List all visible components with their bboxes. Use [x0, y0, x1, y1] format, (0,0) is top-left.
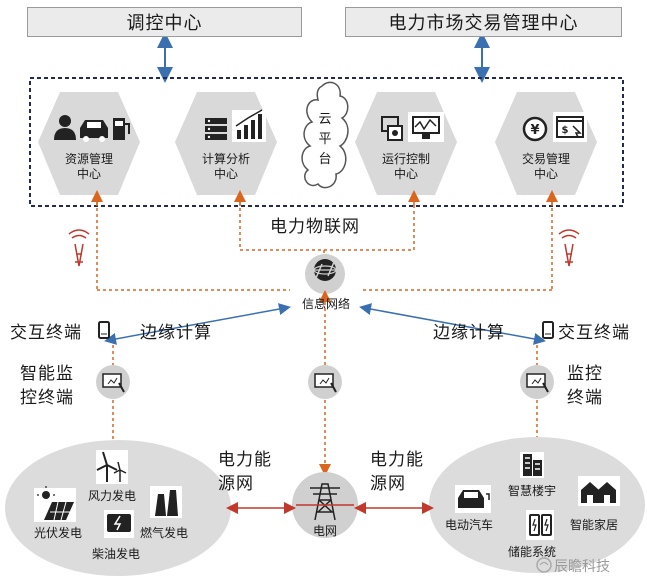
charging-station-icon	[113, 118, 130, 140]
svg-text:$: $	[562, 125, 569, 136]
platform-border	[29, 77, 624, 207]
energy-network-right-label: 电力能 源网	[370, 448, 424, 496]
market-center-box: 电力市场交易管理中心	[345, 7, 622, 37]
smart-building-icon	[520, 452, 544, 478]
trade-center-line2: 中心	[533, 167, 558, 181]
control-devices-icon	[381, 116, 403, 141]
center-terminal-device-icon	[314, 373, 337, 393]
monitor-terminal-label: 监控 终端	[567, 362, 603, 410]
left-antenna-icon	[68, 229, 90, 267]
trade-center-label: 交易管理 中心	[506, 152, 586, 182]
storage-system-label: 储能系统	[508, 545, 557, 559]
grid-label: 电网	[313, 524, 338, 538]
dispatch-center-box: 调控中心	[27, 7, 302, 37]
diesel-power-label: 柴油发电	[92, 547, 141, 561]
interactive-terminal-left-label: 交互终端	[10, 323, 82, 343]
cloud-platform-label: 云 平 台	[318, 110, 332, 170]
wind-power-label: 风力发电	[88, 489, 137, 503]
energy-network-left-line1: 电力能	[218, 450, 272, 470]
battery-storage-icon	[526, 510, 554, 540]
energy-network-left-label: 电力能 源网	[218, 448, 272, 496]
electric-car-icon	[455, 485, 491, 513]
market-center-label: 电力市场交易管理中心	[388, 13, 579, 34]
operation-center-line2: 中心	[393, 167, 418, 181]
consumer-ellipse	[429, 437, 645, 573]
smart-monitor-terminal-label: 智能监 控终端	[20, 362, 74, 410]
monitor-line2: 终端	[567, 388, 603, 408]
smart-building-label: 智慧楼宇	[508, 484, 557, 498]
solar-panel-icon	[34, 486, 76, 522]
right-terminal-device-icon	[526, 373, 549, 393]
smart-monitor-line1: 智能监	[20, 364, 74, 384]
cloud-char-3: 台	[318, 152, 332, 167]
right-phone-icon	[542, 321, 554, 339]
cloud-platform-shape	[301, 81, 349, 189]
wind-turbine-icon	[96, 450, 128, 484]
operation-center-line1: 运行控制	[381, 152, 430, 166]
watermark-logo-icon	[536, 557, 552, 573]
electric-car-label: 电动汽车	[445, 518, 494, 532]
compute-center-line1: 计算分析	[201, 152, 250, 166]
network-globe-icon	[313, 259, 337, 281]
info-network-label: 信息网络	[302, 297, 351, 311]
generation-ellipse	[5, 440, 231, 576]
energy-network-right-line1: 电力能	[370, 450, 424, 470]
right-antenna-icon	[558, 229, 580, 267]
energy-network-right-line2: 源网	[370, 474, 406, 494]
server-icon	[205, 118, 227, 140]
person-icon	[54, 115, 76, 140]
bar-chart-icon	[232, 109, 266, 142]
compute-center-label: 计算分析 中心	[186, 152, 266, 182]
watermark-text: 辰瞻科技	[554, 559, 610, 575]
monitor-line1: 监控	[567, 364, 603, 384]
resource-center-line1: 资源管理	[64, 152, 113, 166]
cloud-char-2: 平	[318, 132, 332, 147]
trade-center-line1: 交易管理	[521, 152, 570, 166]
resource-center-line2: 中心	[76, 167, 101, 181]
car-icon	[80, 120, 108, 142]
dispatch-center-label: 调控中心	[126, 13, 203, 34]
monitor-display-icon	[408, 112, 444, 142]
operation-center-label: 运行控制 中心	[366, 152, 446, 182]
edge-computing-left-label: 边缘计算	[140, 323, 212, 343]
iot-label: 电力物联网	[270, 217, 360, 237]
edge-right-arrow	[359, 303, 546, 345]
svg-text:¥: ¥	[530, 123, 539, 138]
energy-network-left-line2: 源网	[218, 474, 254, 494]
solar-power-label: 光伏发电	[34, 526, 83, 540]
left-phone-icon	[98, 321, 110, 339]
smart-home-icon	[578, 476, 620, 506]
resource-center-label: 资源管理 中心	[49, 152, 129, 182]
edge-left-arrow	[104, 303, 291, 345]
yuan-coin-icon: ¥	[522, 116, 548, 142]
compute-center-line2: 中心	[213, 167, 238, 181]
transmission-tower-icon	[296, 483, 354, 521]
power-plant-icon	[150, 486, 182, 518]
left-terminal-device-icon	[102, 373, 125, 393]
online-payment-icon: $	[553, 112, 587, 142]
gas-power-label: 燃气发电	[140, 526, 189, 540]
smart-monitor-line2: 控终端	[20, 388, 74, 408]
diesel-generator-icon	[104, 510, 134, 538]
smart-home-label: 智能家居	[570, 518, 619, 532]
cloud-char-1: 云	[318, 112, 332, 127]
edge-computing-right-label: 边缘计算	[433, 323, 505, 343]
interactive-terminal-right-label: 交互终端	[558, 323, 630, 343]
